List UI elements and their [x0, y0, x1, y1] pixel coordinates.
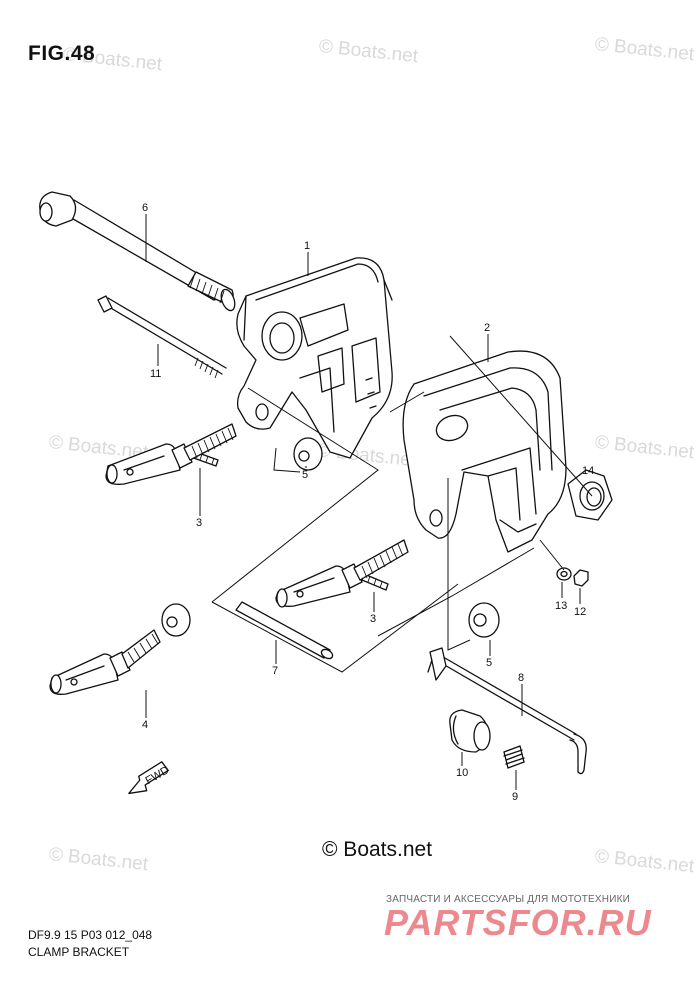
- part-14-nut: [567, 469, 613, 521]
- callout-3-upper: 3: [196, 517, 202, 529]
- part-8-tilt-rod: [427, 647, 587, 775]
- svg-text:FWD: FWD: [144, 764, 172, 787]
- clamp-screw-middle: [275, 539, 409, 608]
- part-5-disc-lower: [468, 602, 500, 638]
- callout-5-upper: 5: [302, 469, 308, 481]
- part-12-nut: [573, 569, 589, 587]
- callout-4: 4: [142, 719, 148, 731]
- part-6-tube: [39, 191, 236, 312]
- callout-14: 14: [582, 465, 594, 477]
- figure-name: CLAMP BRACKET: [28, 945, 130, 959]
- partsfor-caption: ЗАПЧАСТИ И АКСЕССУАРЫ ДЛЯ МОТОТЕХНИКИ: [386, 894, 631, 905]
- callout-3-lower: 3: [370, 613, 376, 625]
- part-5-disc-upper: [293, 437, 323, 471]
- callout-13: 13: [555, 600, 567, 612]
- figure-title: FIG.48: [28, 42, 96, 65]
- callout-7: 7: [272, 665, 278, 677]
- part-4-clamp-screw: [49, 603, 191, 695]
- callout-9: 9: [512, 791, 518, 803]
- part-9-spring: [503, 745, 525, 769]
- callout-6: 6: [142, 202, 148, 214]
- part-13-washer: [556, 567, 572, 581]
- part-2-clamp-bracket: [402, 350, 567, 553]
- callout-numbers: 6 1 2 11 14 5 3 13 12 3 5 7 8 4 10 9: [142, 202, 594, 803]
- callout-11: 11: [150, 368, 161, 380]
- partsfor-logo: PARTSFOR.RU: [384, 902, 652, 943]
- callout-8: 8: [518, 672, 524, 684]
- fwd-arrow-icon: FWD: [128, 761, 172, 795]
- callout-12: 12: [574, 606, 586, 618]
- part-7-rod: [235, 601, 334, 660]
- part-11-bolt: [97, 295, 227, 379]
- callout-5-lower: 5: [486, 657, 492, 669]
- part-1-clamp-bracket: [236, 257, 393, 459]
- callout-10: 10: [456, 767, 468, 779]
- callout-2: 2: [484, 322, 490, 334]
- callout-1: 1: [304, 240, 310, 252]
- clamp-screw-upper: [105, 423, 237, 485]
- part-10-collar: [449, 709, 491, 753]
- watermark-main: © Boats.net: [322, 838, 433, 861]
- figure-code: DF9.9 15 P03 012_048: [28, 928, 153, 942]
- callout-leaders: [145, 214, 581, 790]
- alignment-lines: [211, 335, 593, 673]
